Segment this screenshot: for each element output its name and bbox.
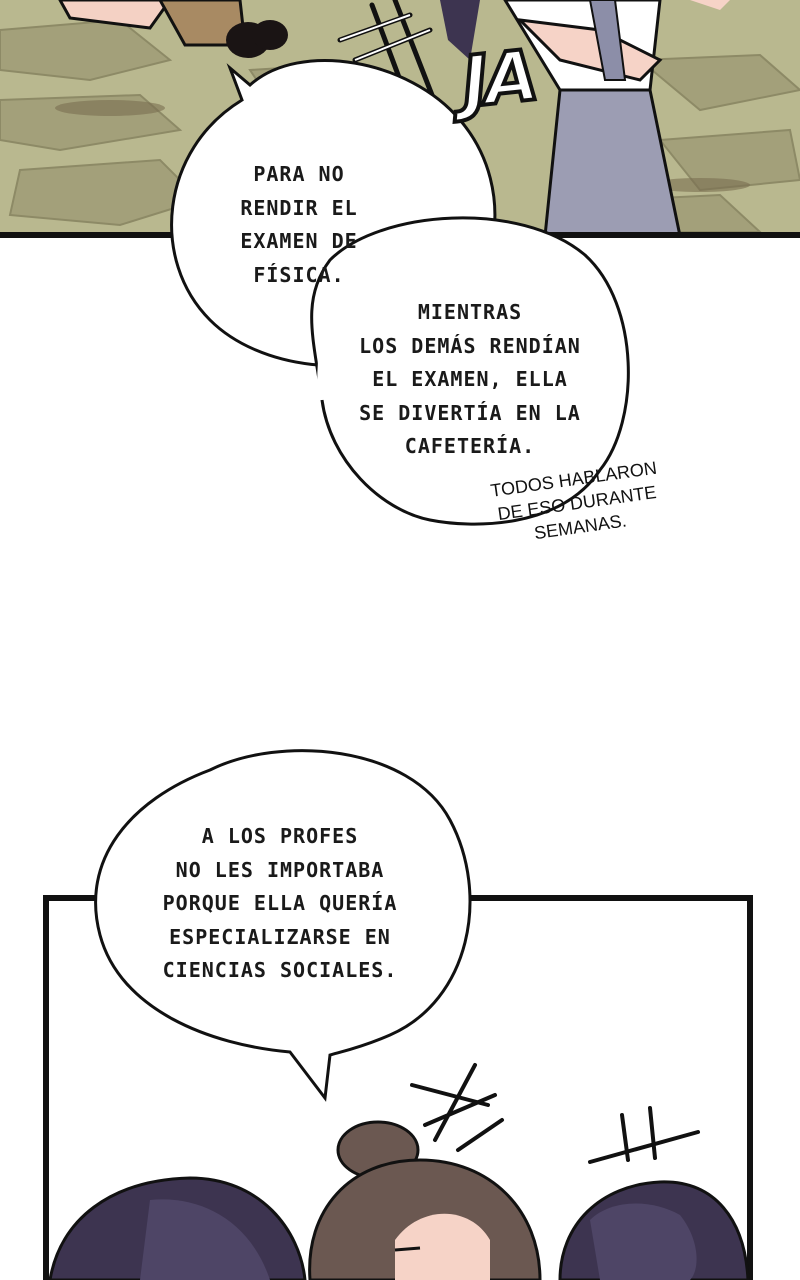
speech-bubble-3-shape [94, 749, 472, 1102]
speech-bubble-1-text: PARA NO RENDIR EL EXAMEN DE FÍSICA. [240, 162, 358, 287]
speech-bubble-3-text: A LOS PROFES NO LES IMPORTABA PORQUE ELL… [162, 824, 398, 982]
speech-bubble-2-text: MIENTRAS LOS DEMÁS RENDÍAN EL EXAMEN, EL… [359, 300, 581, 458]
sound-effect-ja: JA [456, 32, 540, 125]
